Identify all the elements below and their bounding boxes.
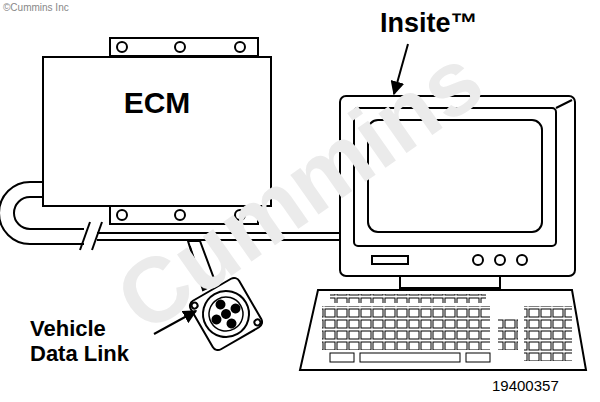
- watermark: Cummins: [98, 26, 502, 353]
- keyboard: [300, 290, 586, 370]
- node-title: ECM: [44, 86, 270, 119]
- software-label: Insite™: [380, 8, 478, 39]
- figure-number: 19400357: [492, 377, 559, 394]
- copyright-note: ©Cummins Inc: [3, 2, 69, 14]
- part-label: Vehicle Data Link: [30, 316, 150, 367]
